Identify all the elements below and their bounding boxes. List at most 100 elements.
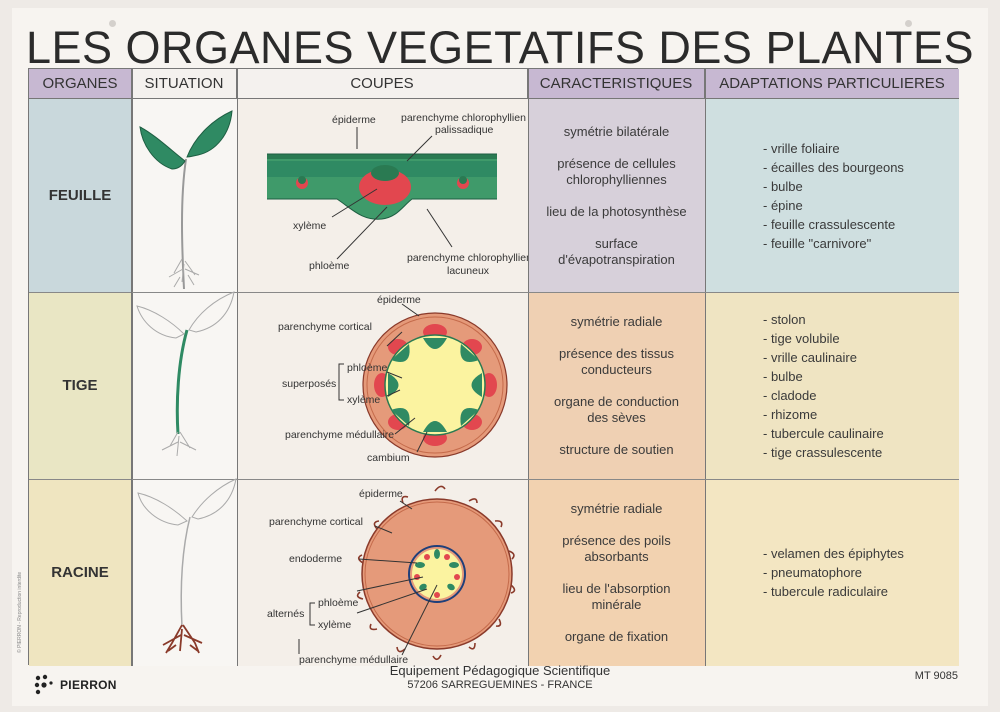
adapt-item: - stolon (763, 311, 806, 327)
label-endoderme: endoderme (289, 553, 342, 565)
adapt-item: - pneumatophore (763, 565, 863, 580)
adapt-item: - feuille "carnivore" (763, 235, 872, 251)
footer-line-2: 57206 SARREGUEMINES - FRANCE (407, 679, 593, 691)
racine-organ-bg (29, 479, 132, 666)
pierron-logo: PIERRON (34, 674, 117, 696)
adapt-item: - rhizome (763, 406, 818, 422)
plant-tige-highlight (136, 291, 235, 457)
divider (237, 69, 238, 666)
feuille-adapt-bg (705, 99, 959, 292)
adapt-item: - bulbe (763, 368, 803, 384)
logo-dots-icon (34, 674, 53, 695)
adapt-item: - tubercule radiculaire (763, 584, 889, 599)
carac-item: présence des poils absorbants (562, 532, 671, 564)
header-adaptations: ADAPTATIONS PARTICULIERES (705, 69, 959, 99)
label-xyleme: xylème (293, 220, 326, 232)
carac-item: structure de soutien (559, 441, 674, 457)
carac-item: lieu de la photosynthèse (546, 203, 687, 219)
divider (705, 69, 706, 666)
carac-racine: symétrie radiale présence des poils abso… (528, 479, 705, 666)
pin-hole (905, 20, 912, 27)
coupe-feuille-diagram: épiderme parenchyme chlorophyllien palis… (267, 112, 528, 277)
label-cambium: cambium (367, 452, 410, 464)
carac-item: organe de conduction des sèves (553, 393, 680, 425)
adapt-item: - tige crassulescente (763, 444, 883, 460)
carac-item: lieu de l'absorption minérale (562, 580, 671, 612)
page-title: LES ORGANES VEGETATIFS DES PLANTES (25, 22, 975, 73)
reference-code: MT 9085 (914, 670, 958, 682)
copyright-note: © PIERRON - Reproduction interdite (17, 571, 23, 653)
carac-item: symétrie radiale (570, 500, 663, 516)
coupe-racine-diagram: épiderme parenchyme cortical endoderme a… (267, 485, 516, 666)
footer-line-1: Equipement Pédagogique Scientifique (389, 663, 611, 678)
label-epiderme: épiderme (332, 114, 376, 126)
carac-item: symétrie bilatérale (563, 123, 670, 139)
organ-tige: TIGE (29, 292, 132, 479)
carac-item: présence de cellules chlorophylliennes (557, 155, 676, 187)
adapt-item: - bulbe (763, 178, 803, 194)
tige-carac-bg (528, 292, 705, 479)
adapt-item: - écailles des bourgeons (763, 159, 904, 175)
organ-racine: RACINE (29, 479, 132, 666)
label-alternes: alternés (267, 608, 304, 620)
label-medullaire: parenchyme médullaire (285, 429, 394, 441)
feuille-organ-bg (29, 99, 132, 292)
label-phloeme: phloème (318, 597, 358, 609)
tige-adapt-bg (705, 292, 959, 479)
header-caracteristiques: CARACTERISTIQUES (528, 69, 705, 99)
divider (29, 292, 959, 293)
label-phloeme: phloème (309, 260, 349, 272)
header-situation: SITUATION (132, 69, 237, 99)
feuille-carac-bg (528, 99, 705, 292)
divider (528, 69, 529, 666)
carac-item: surface d'évapotranspiration (558, 235, 675, 267)
adapt-feuille: - vrille foliaire - écailles des bourgeo… (705, 99, 959, 292)
situation-column-bg (132, 99, 237, 666)
carac-item: organe de fixation (564, 628, 669, 644)
racine-carac-bg (528, 479, 705, 666)
racine-adapt-bg (705, 479, 959, 666)
header-coupes: COUPES (237, 69, 528, 99)
label-epiderme: épiderme (359, 488, 403, 500)
label-cortical: parenchyme cortical (278, 321, 372, 333)
plant-racine-highlight (137, 478, 237, 654)
adapt-item: - tubercule caulinaire (763, 425, 884, 441)
carac-feuille: symétrie bilatérale présence de cellules… (528, 99, 705, 292)
plant-feuille-highlight (139, 110, 233, 290)
adapt-item: - velamen des épiphytes (763, 546, 904, 561)
situation-drawings (136, 110, 237, 654)
adapt-item: - cladode (763, 387, 817, 403)
label-palissadique-2: palissadique (435, 124, 494, 136)
divider (132, 69, 133, 666)
label-phloeme: phloème (347, 362, 387, 374)
adapt-item: - vrille foliaire (763, 140, 840, 156)
label-lacuneux-2: lacuneux (447, 265, 490, 277)
label-xyleme: xylème (347, 394, 380, 406)
adapt-item: - épine (763, 197, 803, 213)
header-organes: ORGANES (29, 69, 132, 99)
brand-name: PIERRON (60, 678, 117, 692)
label-medullaire: parenchyme médullaire (299, 654, 408, 666)
adapt-item: - tige volubile (763, 330, 840, 346)
coupe-tige-diagram: épiderme parenchyme cortical superposés … (278, 294, 508, 464)
label-epiderme: épiderme (377, 294, 421, 306)
poster: LES ORGANES VEGETATIFS DES PLANTES ORGAN… (12, 8, 988, 706)
carac-item: symétrie radiale (570, 313, 663, 329)
adapt-tige: - stolon - tige volubile - vrille caulin… (705, 292, 959, 479)
pin-hole (109, 20, 116, 27)
adapt-item: - vrille caulinaire (763, 349, 857, 365)
footer: Equipement Pédagogique Scientifique 5720… (12, 663, 988, 691)
divider (29, 479, 959, 480)
tige-organ-bg (29, 292, 132, 479)
label-superposes: superposés (282, 378, 336, 390)
label-xyleme: xylème (318, 619, 351, 631)
organ-feuille: FEUILLE (29, 99, 132, 292)
carac-item: présence des tissus conducteurs (559, 345, 674, 377)
organs-table: ORGANES SITUATION COUPES CARACTERISTIQUE… (28, 68, 959, 666)
label-cortical: parenchyme cortical (269, 516, 363, 528)
adapt-racine: - velamen des épiphytes - pneumatophore … (705, 479, 959, 666)
carac-tige: symétrie radiale présence des tissus con… (528, 292, 705, 479)
label-palissadique-1: parenchyme chlorophyllien (401, 112, 526, 124)
label-lacuneux-1: parenchyme chlorophyllien (407, 252, 528, 264)
adapt-item: - feuille crassulescente (763, 216, 896, 232)
